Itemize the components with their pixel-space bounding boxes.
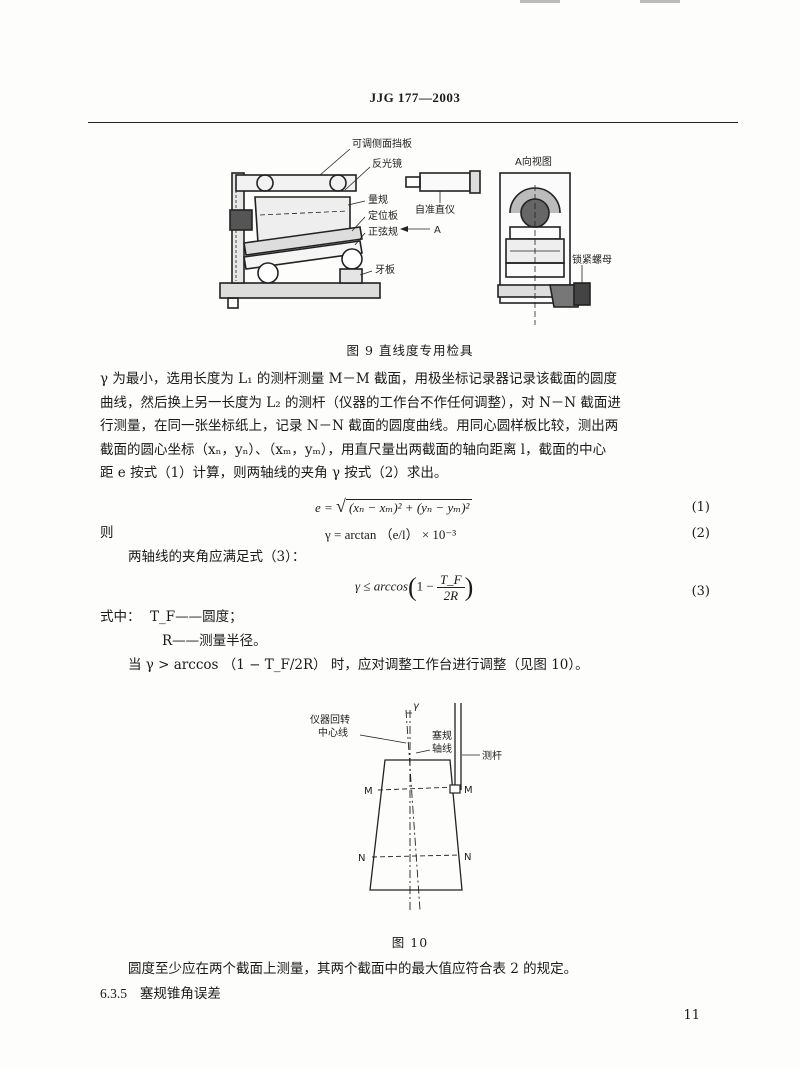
equation-1-radicand: (xₙ − xₘ)² + (yₙ − yₘ)² [345, 499, 473, 515]
label-gamma: γ [413, 701, 420, 712]
label-view-a: A向视图 [515, 155, 552, 168]
label-locating-plate: 定位板 [368, 209, 398, 222]
body-line: 曲线，然后换上另一长度为 L₂ 的测杆（仪器的工作台不作任何调整），对 N－N … [100, 394, 621, 411]
figure-9-caption: 图 9 直线度专用检具 [346, 343, 474, 358]
label-rotation-axis: 仪器回转 [310, 713, 350, 726]
locating-plate [243, 226, 363, 256]
scan-mark [640, 0, 680, 3]
scan-mark [520, 0, 560, 3]
label-sine-gauge: 正弦规 [368, 225, 398, 238]
adjust-note: 当 γ > arccos （1 − T_F/2R） 时，应对调整工作台进行调整（… [128, 657, 589, 673]
where-r: R——测量半径。 [162, 633, 267, 649]
label-plug-axis-2: 轴线 [432, 742, 452, 755]
label-side-baffle: 可调侧面挡板 [352, 137, 412, 150]
label-m-right: M [464, 785, 473, 796]
label-tooth-plate: 牙板 [375, 263, 395, 276]
header-rule [88, 122, 738, 123]
m-section-line [377, 786, 457, 791]
equation-2: γ = arctan （e/l） × 10⁻³ [325, 527, 457, 542]
label-n-left: N [358, 853, 365, 864]
autocollimator-body [419, 172, 471, 192]
then-word: 则 [100, 525, 114, 541]
body-paragraph-1: γ 为最小，选用长度为 L₁ 的测杆测量 M－M 截面，用极坐标记录器记录该截面… [100, 368, 621, 486]
top-baffle [235, 174, 357, 192]
page-header: JJG 177—2003 [369, 90, 461, 105]
condition-intro: 两轴线的夹角应满足式（3）： [128, 549, 306, 565]
where-tf: T_F——圆度； [150, 609, 243, 625]
figure-10-caption: 图 10 [391, 935, 429, 950]
lock-nut [573, 282, 591, 306]
n-section-line [371, 854, 461, 858]
section-number: 6.3.5 [100, 986, 127, 1001]
side-knob [229, 209, 253, 231]
figure-10-drawing: 仪器回转 中心线 γ 塞规 轴线 测杆 M M N N [310, 701, 502, 911]
autocollimator-eyepiece [405, 176, 421, 188]
label-plug-axis: 塞规 [432, 729, 452, 742]
equation-3-number: (3) [691, 584, 710, 599]
label-gauge: 量规 [368, 193, 388, 206]
where-label: 式中： [100, 609, 141, 625]
label-rotation-axis-2: 中心线 [318, 726, 348, 739]
section-heading: 6.3.5 塞规锥角误差 [100, 982, 221, 1007]
section-title: 塞规锥角误差 [139, 986, 221, 1002]
figure-9-drawing: 可调侧面挡板 反光镜 自准直仪 量规 定位板 正弦规 A 牙板 A向视图 锁紧螺… [219, 137, 612, 325]
label-probe: 测杆 [482, 749, 502, 762]
label-lock-nut: 锁紧螺母 [572, 253, 612, 266]
top-roller-right [329, 174, 347, 192]
label-n-right: N [464, 852, 471, 863]
label-reflector: 反光镜 [372, 157, 402, 170]
label-arrow-a: A [434, 225, 441, 236]
equation-2-number: (2) [691, 526, 710, 541]
base-foot-left [227, 297, 239, 309]
body-line: γ 为最小，选用长度为 L₁ 的测杆测量 M－M 截面，用极坐标记录器记录该截面… [100, 371, 618, 387]
plug-gauge-body [369, 759, 463, 891]
body-line: 行测量，在同一张坐标纸上，记录 N－N 截面的圆度曲线。用同心圆样板比较，测出两 [100, 418, 619, 434]
base-plate [219, 282, 381, 299]
probe-tip [449, 784, 461, 794]
roller-right [341, 248, 363, 270]
equation-1: e = √(xₙ − xₘ)² + (yₙ − yₘ)² [315, 496, 473, 517]
top-roller-left [256, 174, 274, 192]
roller-left [257, 262, 279, 284]
label-autocollimator: 自准直仪 [415, 203, 455, 216]
equation-1-number: (1) [691, 500, 710, 515]
label-m-left: M [364, 786, 373, 797]
page-number: 11 [683, 1008, 700, 1023]
sine-gauge [243, 240, 363, 270]
body-line: 距 e 按式（1）计算，则两轴线的夹角 γ 按式（2）求出。 [100, 465, 448, 481]
support-block [339, 268, 363, 284]
body-line: 截面的圆心坐标（xₙ，yₙ）、（xₘ，yₘ），用直尺量出两截面的轴向距离 l，截… [100, 441, 607, 458]
autocollimator-lens [469, 170, 481, 194]
closing-paragraph: 圆度至少应在两个截面上测量，其两个截面中的最大值应符合表 2 的规定。 [128, 961, 578, 977]
plug-axis-line [405, 709, 421, 911]
